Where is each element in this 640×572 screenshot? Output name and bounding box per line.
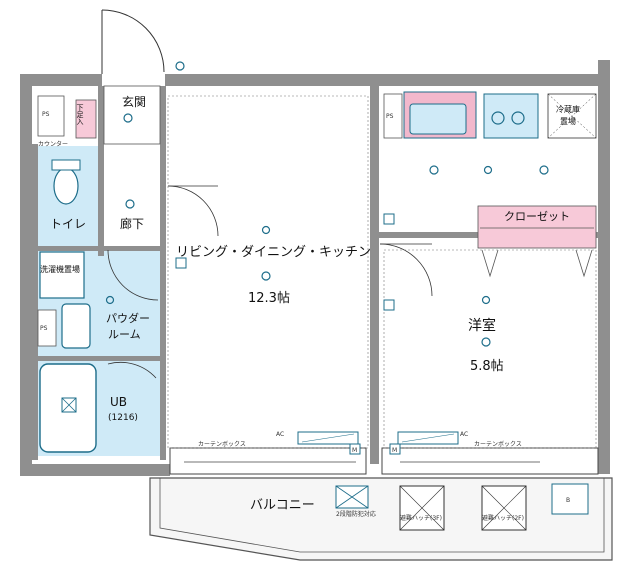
- genkan: [103, 85, 161, 145]
- label-dryer: 2段階防犯対応: [336, 510, 376, 518]
- label-hatch-1: 避難ハッチ(3F): [400, 514, 442, 522]
- kitchen-counter: [403, 91, 539, 139]
- vanity-sink: [61, 303, 91, 349]
- label-m-2: M: [392, 447, 397, 454]
- label-genkan: 玄関: [122, 94, 146, 109]
- label-counter: カウンター: [38, 140, 68, 148]
- light-fixtures: [105, 61, 549, 347]
- label-shoe: 下足入: [76, 104, 84, 125]
- label-b: B: [566, 497, 570, 504]
- label-m-1: M: [352, 447, 357, 454]
- windows: [169, 447, 599, 475]
- balcony-area: [149, 477, 613, 561]
- washer-space: [39, 251, 85, 299]
- label-closet: クローゼット: [504, 210, 570, 223]
- label-washer: 洗濯機置場: [40, 264, 80, 274]
- label-balcony: バルコニー: [250, 498, 315, 513]
- toilet-fixture: [51, 159, 81, 205]
- label-hall: 廊下: [120, 216, 144, 231]
- outlets: [175, 213, 401, 455]
- label-ps-1: PS: [42, 111, 50, 118]
- label-western: 洋室: [468, 317, 496, 334]
- label-ps-2: PS: [40, 325, 48, 332]
- label-powder-1: パウダー: [106, 311, 150, 325]
- closet: [477, 205, 597, 249]
- label-hatch-2: 避難ハッチ(2F): [482, 514, 524, 522]
- walls: [20, 60, 610, 476]
- label-fridge-2: 置場: [560, 116, 576, 126]
- label-ac-1: AC: [276, 431, 284, 438]
- label-ps-3: PS: [386, 113, 394, 120]
- label-western-size: 5.8帖: [470, 359, 504, 374]
- label-toilet: トイレ: [50, 217, 86, 231]
- western-room-area: [383, 249, 597, 449]
- label-curtain-1: カーテンボックス: [198, 440, 246, 448]
- bathtub: [39, 363, 97, 453]
- label-powder-2: ルーム: [108, 328, 141, 341]
- shoe-cabinet: [75, 99, 97, 139]
- label-fridge-1: 冷蔵庫: [556, 104, 580, 114]
- label-ldk-size: 12.3帖: [248, 291, 290, 306]
- label-curtain-2: カーテンボックス: [474, 440, 522, 448]
- label-ub: UB: [110, 395, 127, 409]
- label-ub-size: (1216): [108, 413, 138, 423]
- label-ldk: リビング・ダイニング・キッチン: [176, 245, 371, 260]
- ps-box-1: [37, 95, 65, 137]
- b-box: [551, 483, 589, 515]
- ldk-area: [167, 95, 369, 449]
- label-ac-2: AC: [460, 431, 468, 438]
- entrance-door: [101, 9, 165, 74]
- ps-box-3: [383, 93, 403, 139]
- ps-box-2: [37, 309, 57, 347]
